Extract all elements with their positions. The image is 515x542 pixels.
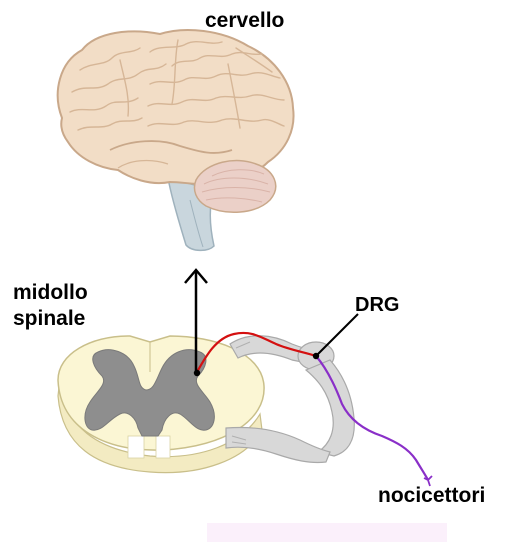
drg-label: DRG [355,292,399,318]
spinal-cord-label-line2: spinale [13,306,88,332]
cerebellum [194,161,275,213]
spinal-cord-section [58,336,264,473]
brain-label: cervello [205,8,284,34]
bottom-strip [207,523,447,542]
nociceptors-label: nocicettori [378,483,485,509]
spinal-cord-label: midollo spinale [13,280,88,332]
drg-pointer [318,314,358,354]
spinal-cord-label-line1: midollo [13,280,88,306]
brain-illustration [58,30,294,250]
